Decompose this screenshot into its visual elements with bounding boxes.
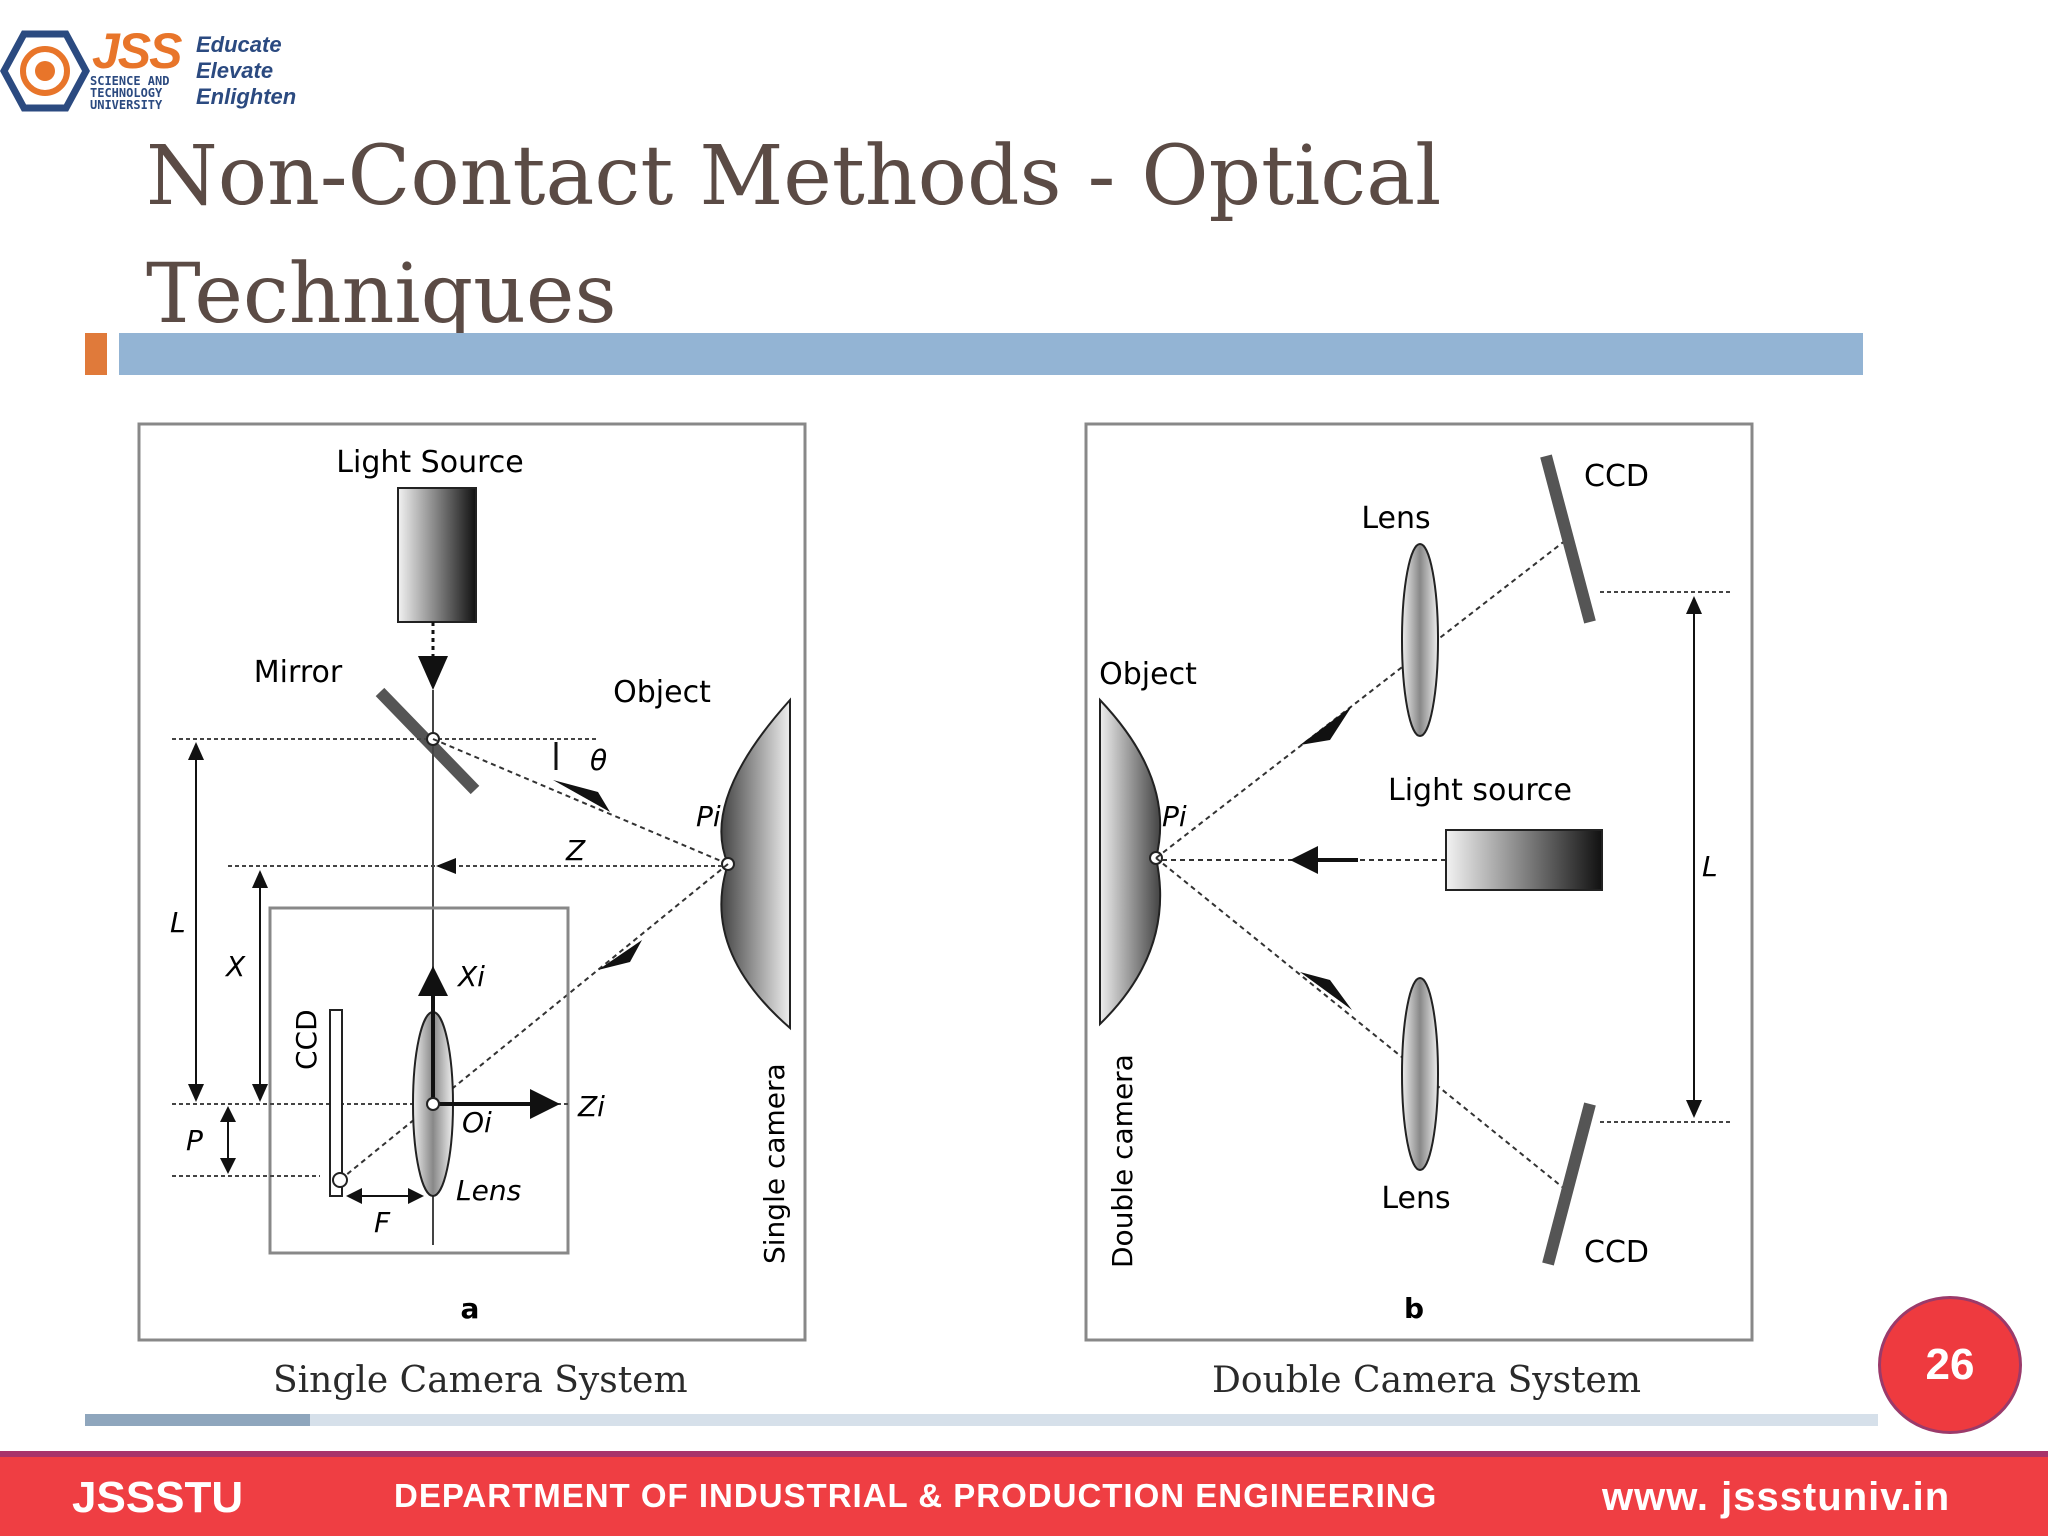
- logo-sub-1: SCIENCE AND: [90, 74, 170, 88]
- page-number-badge: 26: [1878, 1296, 2022, 1434]
- label-mirror: Mirror: [254, 655, 343, 690]
- label-letter-a: a: [461, 1292, 480, 1325]
- label-l-a: L: [170, 906, 186, 939]
- slide-progress-track: [85, 1414, 1878, 1426]
- slide-title-line-1: Non-Contact Methods - Optical: [146, 129, 1442, 224]
- label-ccd-bottom: CCD: [1584, 1235, 1649, 1270]
- arrow-left-icon: [1290, 846, 1318, 874]
- footer-department: DEPARTMENT OF INDUSTRIAL & PRODUCTION EN…: [394, 1477, 1438, 1514]
- emblem-icon: [0, 30, 90, 112]
- ccd-shape-bottom: [1542, 1102, 1596, 1266]
- lens-shape-top: [1401, 543, 1439, 737]
- label-theta: θ: [590, 744, 607, 777]
- label-ccd-top: CCD: [1584, 459, 1649, 494]
- label-object-a: Object: [613, 675, 711, 710]
- footer-university: JSSSTU: [72, 1473, 244, 1522]
- light-source-block-b: [1445, 829, 1603, 891]
- label-single-camera: Single camera: [758, 1063, 791, 1264]
- label-x: X: [224, 950, 246, 983]
- logo-tagline-2: Elevate: [196, 58, 274, 83]
- label-letter-b: b: [1404, 1292, 1424, 1325]
- camera-box: [268, 906, 570, 1255]
- logo-tagline-1: Educate: [196, 32, 282, 57]
- logo-sub-2: TECHNOLOGY: [90, 86, 163, 100]
- label-object-b: Object: [1099, 657, 1197, 692]
- label-light-source-b: Light source: [1388, 773, 1572, 808]
- ccd-shape-top: [1540, 454, 1596, 624]
- single-camera-diagram: Light Source Mirror θ Object Pi Z L X: [137, 422, 807, 1342]
- optical-diagram: Light Source Mirror θ Object Pi Z L X: [137, 422, 1754, 1342]
- arrow-up-right-icon: [1300, 706, 1352, 745]
- label-l-b: L: [1702, 850, 1718, 883]
- label-lens-a: Lens: [456, 1174, 521, 1207]
- arrow-reflect-icon: [553, 780, 610, 812]
- label-p: P: [186, 1124, 203, 1157]
- label-zi: Zi: [577, 1090, 605, 1123]
- label-lens-top: Lens: [1361, 501, 1430, 536]
- label-lens-bottom: Lens: [1381, 1181, 1450, 1216]
- lens-shape-bottom: [1401, 977, 1439, 1171]
- university-logo: JSS SCIENCE AND TECHNOLOGY UNIVERSITY Ed…: [0, 23, 320, 118]
- footer-bar: JSSSTU DEPARTMENT OF INDUSTRIAL & PRODUC…: [0, 1451, 2048, 1536]
- ccd-shape-a: [329, 1009, 343, 1197]
- caption-single-camera: Single Camera System: [273, 1360, 688, 1401]
- panel-b-frame: [1084, 422, 1754, 1342]
- arrow-right-icon: [530, 1089, 560, 1119]
- panel-a-frame: [137, 422, 807, 1342]
- logo-brand: JSS: [92, 23, 183, 79]
- title-accent-bar: [119, 333, 1863, 375]
- arrow-down-icon: [418, 656, 448, 690]
- double-camera-diagram: Object Pi Light source Lens Lens CCD CCD…: [1084, 422, 1754, 1342]
- label-oi: Oi: [462, 1106, 492, 1139]
- caption-double-camera: Double Camera System: [1212, 1360, 1641, 1401]
- label-pi-b: Pi: [1162, 800, 1187, 833]
- label-double-camera: Double camera: [1106, 1054, 1139, 1268]
- slide-title: Non-Contact Methods - Optical Techniques: [146, 118, 1646, 354]
- label-ccd-a: CCD: [290, 1009, 323, 1070]
- label-light-source: Light Source: [336, 445, 523, 480]
- arrow-to-lens-icon: [598, 940, 642, 970]
- label-pi-a: Pi: [696, 800, 721, 833]
- slide-progress-fill: [85, 1414, 310, 1426]
- footer-website-link[interactable]: www. jssstuniv.in: [1602, 1475, 1951, 1519]
- label-xi: Xi: [456, 960, 485, 993]
- title-accent-square: [85, 333, 107, 375]
- logo-tagline-3: Enlighten: [196, 84, 297, 109]
- slide-title-line-2: Techniques: [146, 247, 617, 342]
- light-source-block: [397, 487, 477, 623]
- label-z: Z: [565, 834, 586, 867]
- logo-sub-3: UNIVERSITY: [90, 98, 163, 112]
- arrow-down-right-icon: [1300, 972, 1352, 1010]
- arrow-up-icon: [418, 966, 448, 996]
- label-f: F: [374, 1206, 391, 1239]
